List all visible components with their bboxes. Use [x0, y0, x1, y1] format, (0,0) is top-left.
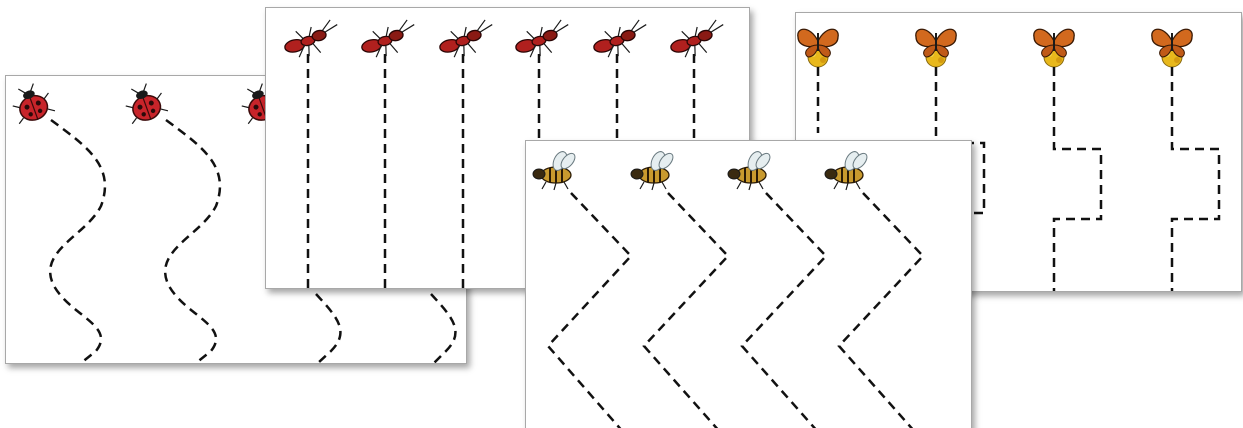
- tracing-line: [837, 192, 925, 428]
- butterfly-icon: [1032, 28, 1076, 68]
- bee-icon: [532, 148, 579, 191]
- butterfly-icon: [1150, 28, 1194, 68]
- ant-icon: [435, 18, 499, 62]
- bee-tracing-sheet: [525, 140, 972, 428]
- ladybug-sheet-drawing: [7, 79, 457, 363]
- tracing-line: [546, 192, 633, 428]
- bee-sheet-drawing: [532, 148, 925, 428]
- tracing-line: [934, 67, 986, 215]
- ant-sheet-drawing: [280, 18, 730, 288]
- tracing-line: [1170, 67, 1221, 291]
- butterfly-icon: [914, 28, 958, 68]
- bee-icon: [824, 148, 871, 191]
- tracing-line: [315, 293, 342, 363]
- tracing-line: [642, 192, 730, 428]
- butterfly-icon: [796, 28, 840, 68]
- ant-icon: [280, 18, 344, 62]
- ant-icon: [589, 18, 653, 62]
- bee-icon: [630, 148, 677, 191]
- ladybug-icon: [7, 79, 57, 127]
- tracing-line: [430, 293, 457, 363]
- tracing-line: [740, 192, 828, 428]
- tracing-line: [48, 118, 107, 363]
- ant-icon: [666, 18, 730, 62]
- tracing-line: [1052, 67, 1103, 291]
- tracing-line: [163, 118, 222, 363]
- ant-icon: [357, 18, 421, 62]
- ladybug-icon: [120, 79, 170, 127]
- bee-icon: [727, 148, 774, 191]
- butterfly-sheet-drawing: [796, 28, 1221, 291]
- ant-icon: [511, 18, 575, 62]
